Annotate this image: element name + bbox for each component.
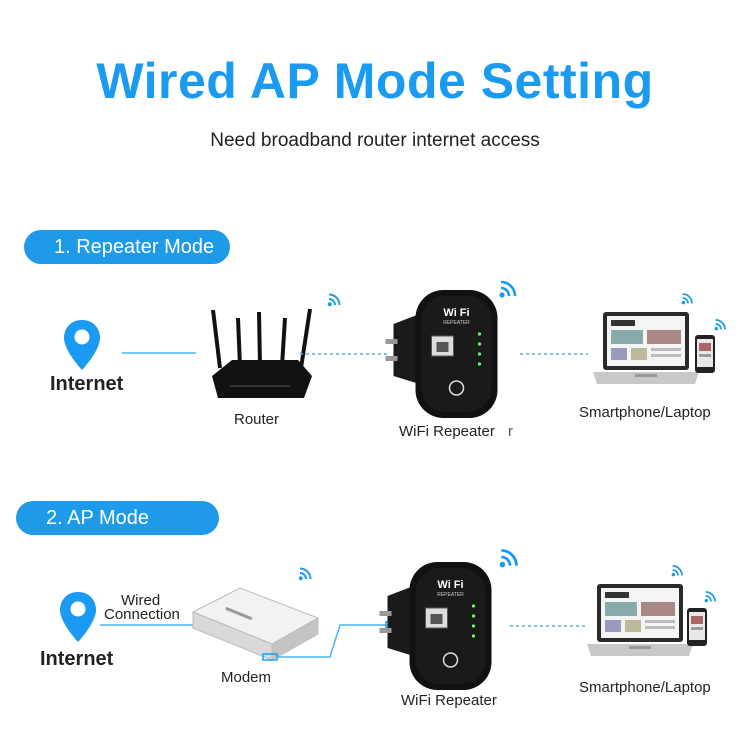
modem-icon	[191, 587, 320, 661]
internet-location-pin-icon-1	[64, 320, 100, 370]
wired-connection-label-line2: Connection	[104, 606, 180, 623]
phone-wifi-icon-2	[703, 591, 716, 604]
client-label-1: Smartphone/Laptop	[579, 404, 711, 421]
page-title: Wired AP Mode Setting	[96, 53, 654, 109]
internet-label-2: Internet	[40, 648, 114, 670]
wired-connection-label-line1: Wired	[121, 592, 161, 609]
repeater-label-overlap: r	[508, 423, 513, 440]
laptop-wifi-icon-1	[680, 293, 693, 306]
router-label: Router	[234, 411, 280, 428]
page-subtitle: Need broadband router internet access	[210, 130, 540, 151]
repeater-label-2: WiFi Repeater	[401, 692, 497, 709]
internet-location-pin-icon-2	[60, 592, 96, 642]
modem-wifi-icon	[297, 567, 312, 582]
laptop-icon-2	[587, 584, 693, 656]
repeater-wifi-icon-2	[498, 549, 518, 569]
laptop-icon-1	[593, 312, 699, 384]
modem-label: Modem	[221, 669, 272, 686]
laptop-wifi-icon-2	[670, 565, 683, 578]
smartphone-icon-1	[695, 335, 715, 373]
repeater-wifi-icon-1	[498, 280, 517, 299]
repeater-mode-badge: 1. Repeater Mode	[24, 230, 230, 264]
router-icon	[211, 308, 312, 398]
ap-mode-badge: 2. AP Mode	[16, 501, 219, 535]
repeater-label-1: WiFi Repeater	[399, 423, 495, 440]
wifi-repeater-device-icon-2	[378, 561, 493, 691]
smartphone-icon-2	[687, 608, 707, 646]
internet-label-1: Internet	[50, 373, 124, 395]
client-label-2: Smartphone/Laptop	[579, 679, 711, 696]
router-wifi-icon	[326, 293, 341, 308]
wifi-repeater-device-icon-1	[384, 289, 499, 419]
phone-wifi-icon-1	[713, 319, 726, 332]
modem-repeater-cable	[277, 624, 390, 658]
